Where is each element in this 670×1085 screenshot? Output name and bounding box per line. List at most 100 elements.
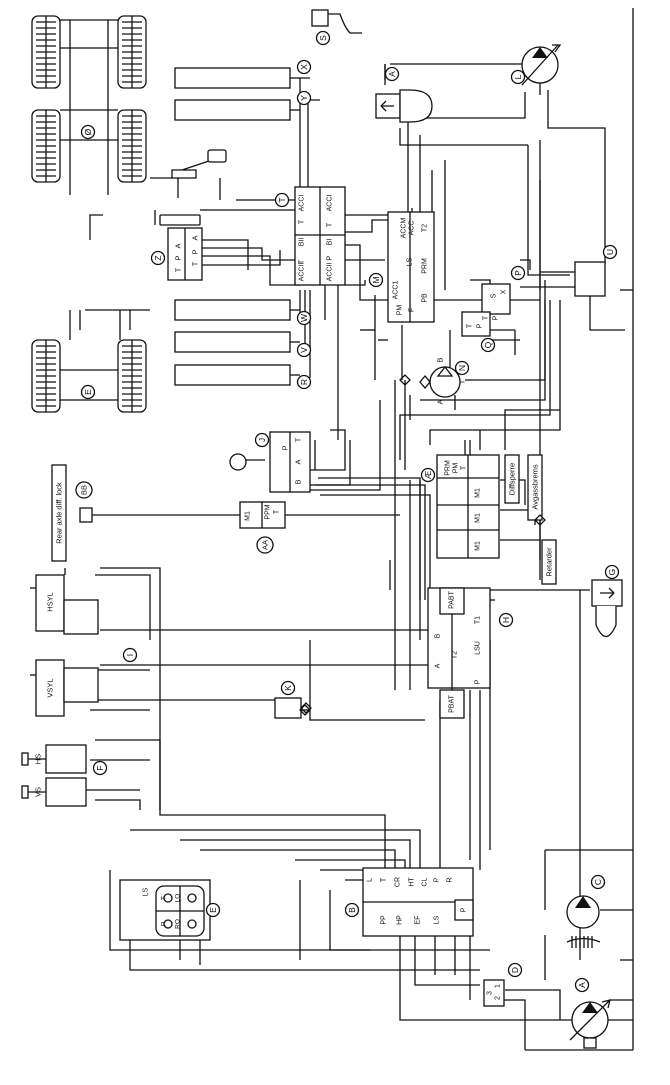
port-label: LS bbox=[434, 915, 441, 924]
port-label: A bbox=[191, 235, 200, 240]
pump-l bbox=[521, 44, 562, 86]
tank-a-top bbox=[375, 89, 433, 123]
svg-text:H: H bbox=[501, 617, 511, 623]
callout-r: R bbox=[296, 374, 312, 390]
port-label: LO bbox=[175, 894, 182, 903]
port-label: 3 bbox=[487, 991, 494, 995]
steering-wheel bbox=[150, 149, 227, 200]
port-label: ACC bbox=[409, 221, 416, 236]
callout-s: S bbox=[315, 30, 331, 46]
port-label: 1 bbox=[495, 984, 502, 988]
port-label: P bbox=[475, 679, 482, 684]
callout-bb: BB bbox=[75, 481, 93, 499]
port-label: M1 bbox=[475, 513, 482, 523]
callout-e: E bbox=[205, 902, 221, 918]
label-boxes bbox=[51, 454, 557, 585]
port-label: PPM bbox=[265, 504, 272, 519]
port-label: ACC1 bbox=[393, 281, 400, 300]
callout-v: V bbox=[296, 342, 312, 358]
port-label: HS bbox=[34, 754, 43, 764]
port-label: ACCM bbox=[401, 218, 408, 239]
svg-text:L: L bbox=[513, 74, 523, 79]
svg-text:N: N bbox=[457, 365, 467, 371]
svg-text:M: M bbox=[371, 276, 381, 283]
sensor-s bbox=[311, 9, 329, 27]
brake-valve-t bbox=[294, 186, 346, 286]
unloader-u bbox=[574, 261, 606, 297]
svg-text:E: E bbox=[208, 907, 218, 913]
port-label: BI bbox=[327, 239, 334, 246]
control-valve-h bbox=[427, 587, 491, 719]
callout-x: X bbox=[296, 59, 312, 75]
port-label: T bbox=[299, 219, 306, 224]
port-label: T bbox=[299, 259, 306, 264]
port-label: P bbox=[191, 249, 200, 254]
svg-text:A: A bbox=[577, 982, 587, 988]
port-label: M1 bbox=[245, 511, 252, 521]
port-label: B bbox=[435, 633, 442, 638]
port-label: PABT bbox=[449, 590, 456, 608]
callout-m: M bbox=[368, 272, 384, 288]
lift-cylinders bbox=[30, 574, 99, 717]
valve-j bbox=[229, 431, 311, 493]
hs-vs-cylinders bbox=[21, 744, 87, 807]
port-label: Avgassbrems bbox=[531, 464, 540, 510]
port-label: T bbox=[483, 315, 490, 320]
port-label: P bbox=[174, 255, 183, 260]
svg-text:T: T bbox=[277, 197, 287, 202]
steering-valve-z bbox=[159, 214, 203, 281]
port-label: T bbox=[274, 509, 281, 514]
port-label: VSYL bbox=[46, 678, 55, 697]
svg-text:Z: Z bbox=[153, 255, 163, 260]
port-label: HSYL bbox=[46, 592, 55, 612]
pressure-switch-block bbox=[461, 283, 511, 337]
svg-text:Q: Q bbox=[483, 341, 493, 348]
svg-text:B: B bbox=[347, 907, 357, 913]
port-label: T bbox=[161, 896, 168, 900]
valve-d bbox=[483, 979, 505, 1007]
tank-g bbox=[591, 579, 623, 638]
port-label: T bbox=[327, 222, 334, 227]
pump-n bbox=[419, 365, 461, 398]
pump-c bbox=[566, 895, 601, 948]
orbitrol-e bbox=[119, 879, 211, 941]
port-label: R bbox=[447, 877, 454, 882]
priority-block-b bbox=[362, 867, 474, 937]
port-label: PB bbox=[422, 293, 429, 303]
port-label: B bbox=[294, 479, 303, 484]
svg-text:I: I bbox=[125, 654, 135, 656]
port-label: M1 bbox=[475, 488, 482, 498]
callout-q: Q bbox=[480, 337, 496, 353]
callout-c: C bbox=[590, 874, 606, 890]
callout-h: H bbox=[498, 612, 514, 628]
tire bbox=[117, 339, 147, 413]
svg-text:G: G bbox=[607, 569, 617, 576]
port-label: T bbox=[461, 465, 468, 470]
port-label: CL bbox=[422, 877, 429, 886]
port-label: BII bbox=[299, 238, 306, 247]
port-label: P bbox=[281, 445, 290, 450]
port-label: M1 bbox=[475, 541, 482, 551]
port-label: A bbox=[435, 663, 442, 668]
port-label: T bbox=[191, 261, 200, 266]
port-label: Rear axle diff. lock bbox=[55, 482, 64, 544]
port-label: LSU bbox=[475, 641, 482, 655]
svg-text:E: E bbox=[83, 389, 93, 395]
port-label: F bbox=[409, 308, 416, 312]
callout-aa: AA bbox=[256, 536, 274, 554]
tire bbox=[31, 15, 61, 89]
port-label: T bbox=[381, 877, 388, 882]
brake-line-groups bbox=[174, 67, 300, 386]
callout-k: K bbox=[280, 680, 296, 696]
port-label: S bbox=[491, 293, 498, 298]
port-label: PM bbox=[397, 305, 404, 316]
port-label: ACCII bbox=[327, 263, 334, 282]
port-label: P bbox=[161, 922, 168, 926]
port-label: P bbox=[327, 255, 334, 260]
filter-k bbox=[274, 697, 312, 719]
solenoid-block-pm bbox=[436, 454, 500, 559]
port-label: EF bbox=[415, 916, 422, 925]
port-label: ACCI bbox=[327, 195, 334, 212]
